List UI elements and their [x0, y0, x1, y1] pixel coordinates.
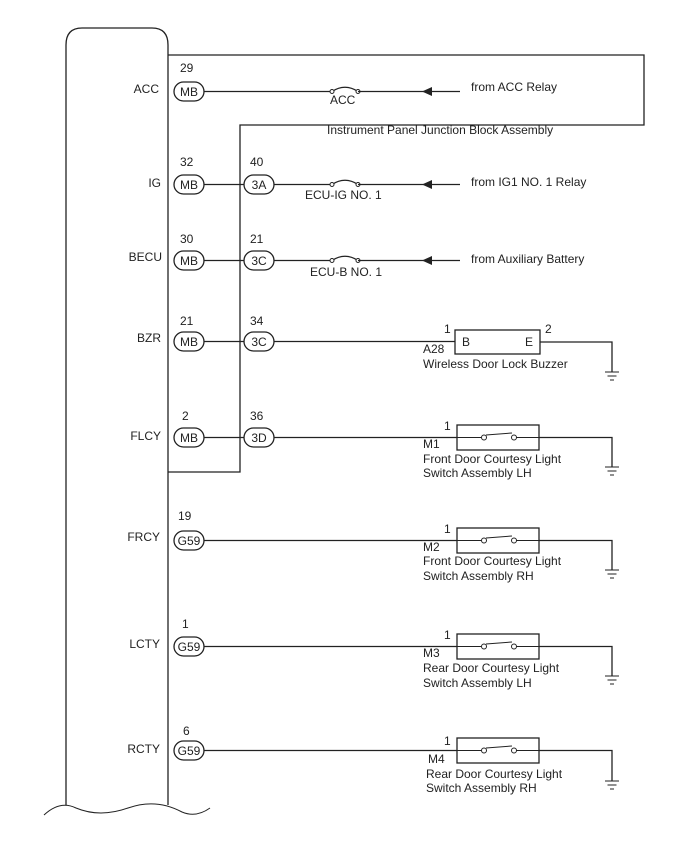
connector-code-ecu-rcty: G59 [178, 744, 201, 758]
signal-label-lcty: LCTY [129, 637, 160, 651]
ground-icon [605, 466, 619, 476]
ecu-pin-becu: 30 [180, 232, 194, 246]
switch-code: M2 [423, 540, 440, 554]
row-ig: IG 32 MB 40 3A ECU-IG NO. 1 from IG1 NO.… [148, 155, 586, 202]
switch-pin: 1 [444, 419, 451, 433]
signal-label-frcy: FRCY [127, 530, 160, 544]
fuse-label-ig: ECU-IG NO. 1 [305, 188, 382, 202]
arrow-icon [422, 256, 432, 265]
switch-name-line1: Rear Door Courtesy Light [423, 661, 560, 675]
signal-label-ig: IG [148, 176, 161, 190]
switch-name-line2: Switch Assembly LH [423, 466, 532, 480]
junction-block-label: Instrument Panel Junction Block Assembly [327, 123, 553, 137]
junction-block-outline [168, 54, 645, 473]
signal-label-rcty: RCTY [127, 742, 160, 756]
source-acc: from ACC Relay [471, 80, 557, 94]
switch-pin: 1 [444, 734, 451, 748]
signal-label-flcy: FLCY [130, 429, 161, 443]
ecu-pin-flcy: 2 [182, 409, 189, 423]
connector-code-ecu-ig: MB [180, 178, 198, 192]
fuse-symbol-acc [331, 86, 359, 93]
buzzer-pin-in: 1 [444, 322, 451, 336]
switch-name-line1: Rear Door Courtesy Light [426, 767, 563, 781]
switch-name-line2: Switch Assembly RH [423, 569, 534, 583]
switch-code: M1 [423, 437, 440, 451]
connector-code-jb-bzr: 3C [251, 335, 267, 349]
connector-code-ecu-flcy: MB [180, 431, 198, 445]
switch-m1: 1 M1 Front Door Courtesy Light Switch As… [423, 419, 619, 480]
connector-code-ecu-acc: MB [180, 85, 198, 99]
buzzer-pin-out: 2 [545, 322, 552, 336]
fuse-label-becu: ECU-B NO. 1 [310, 265, 382, 279]
row-flcy: FLCY 2 MB 36 3D [130, 409, 457, 448]
switch-code: M3 [423, 646, 440, 660]
row-lcty: LCTY 1 G59 [129, 617, 457, 657]
jb-pin-bzr: 34 [250, 314, 264, 328]
ecu-pin-ig: 32 [180, 155, 194, 169]
jb-pin-ig: 40 [250, 155, 264, 169]
ecu-pin-frcy: 19 [178, 509, 192, 523]
source-ig: from IG1 NO. 1 Relay [471, 175, 586, 189]
switch-name-line2: Switch Assembly RH [426, 781, 537, 795]
ground-icon [605, 780, 619, 790]
arrow-icon [422, 180, 432, 189]
connector-code-ecu-becu: MB [180, 254, 198, 268]
fuse-symbol-ig [331, 179, 359, 186]
switch-m3: 1 M3 Rear Door Courtesy Light Switch Ass… [423, 628, 619, 690]
row-rcty: RCTY 6 G59 [127, 724, 457, 761]
fuse-symbol-becu [331, 255, 359, 262]
connector-code-jb-ig: 3A [252, 178, 267, 192]
ecu-pin-lcty: 1 [182, 617, 189, 631]
ecu-pin-rcty: 6 [183, 724, 190, 738]
connector-code-ecu-bzr: MB [180, 335, 198, 349]
row-acc: ACC 29 MB ACC from ACC Relay [134, 61, 557, 107]
connector-code-jb-becu: 3C [251, 254, 267, 268]
connector-code-ecu-frcy: G59 [178, 534, 201, 548]
signal-label-bzr: BZR [137, 331, 161, 345]
switch-pin: 1 [444, 628, 451, 642]
buzzer-ground-wire [540, 341, 613, 372]
ecu-pin-acc: 29 [180, 61, 194, 75]
jb-pin-flcy: 36 [250, 409, 264, 423]
connector-code-jb-flcy: 3D [251, 431, 267, 445]
switch-name-line1: Front Door Courtesy Light [423, 554, 562, 568]
switch-code: M4 [428, 752, 445, 766]
ground-icon [605, 371, 619, 381]
row-frcy: FRCY 19 G59 [127, 509, 457, 551]
buzzer-term-b: B [462, 335, 470, 349]
buzzer-name: Wireless Door Lock Buzzer [423, 357, 568, 371]
switch-name-line1: Front Door Courtesy Light [423, 452, 562, 466]
row-becu: BECU 30 MB 21 3C ECU-B NO. 1 from Auxili… [129, 232, 585, 279]
ecu-break-mark [43, 803, 211, 816]
jb-pin-becu: 21 [250, 232, 264, 246]
switch-m4: 1 M4 Rear Door Courtesy Light Switch Ass… [426, 734, 619, 795]
arrow-icon [422, 87, 432, 96]
signal-label-acc: ACC [134, 82, 160, 96]
switch-m2: 1 M2 Front Door Courtesy Light Switch As… [423, 522, 619, 583]
ecu-pin-bzr: 21 [180, 314, 194, 328]
switch-pin: 1 [444, 522, 451, 536]
switch-name-line2: Switch Assembly LH [423, 676, 532, 690]
buzzer-code: A28 [423, 342, 445, 356]
buzzer-term-e: E [525, 335, 533, 349]
ground-icon [605, 569, 619, 579]
connector-code-ecu-lcty: G59 [178, 640, 201, 654]
row-bzr: BZR 21 MB 34 3C 1 2 B E A28 Wireless Doo… [137, 314, 619, 381]
source-becu: from Auxiliary Battery [471, 252, 584, 266]
fuse-label-acc: ACC [330, 93, 356, 107]
ecu-body-outline [65, 27, 169, 805]
signal-label-becu: BECU [129, 250, 162, 264]
ground-icon [605, 675, 619, 685]
